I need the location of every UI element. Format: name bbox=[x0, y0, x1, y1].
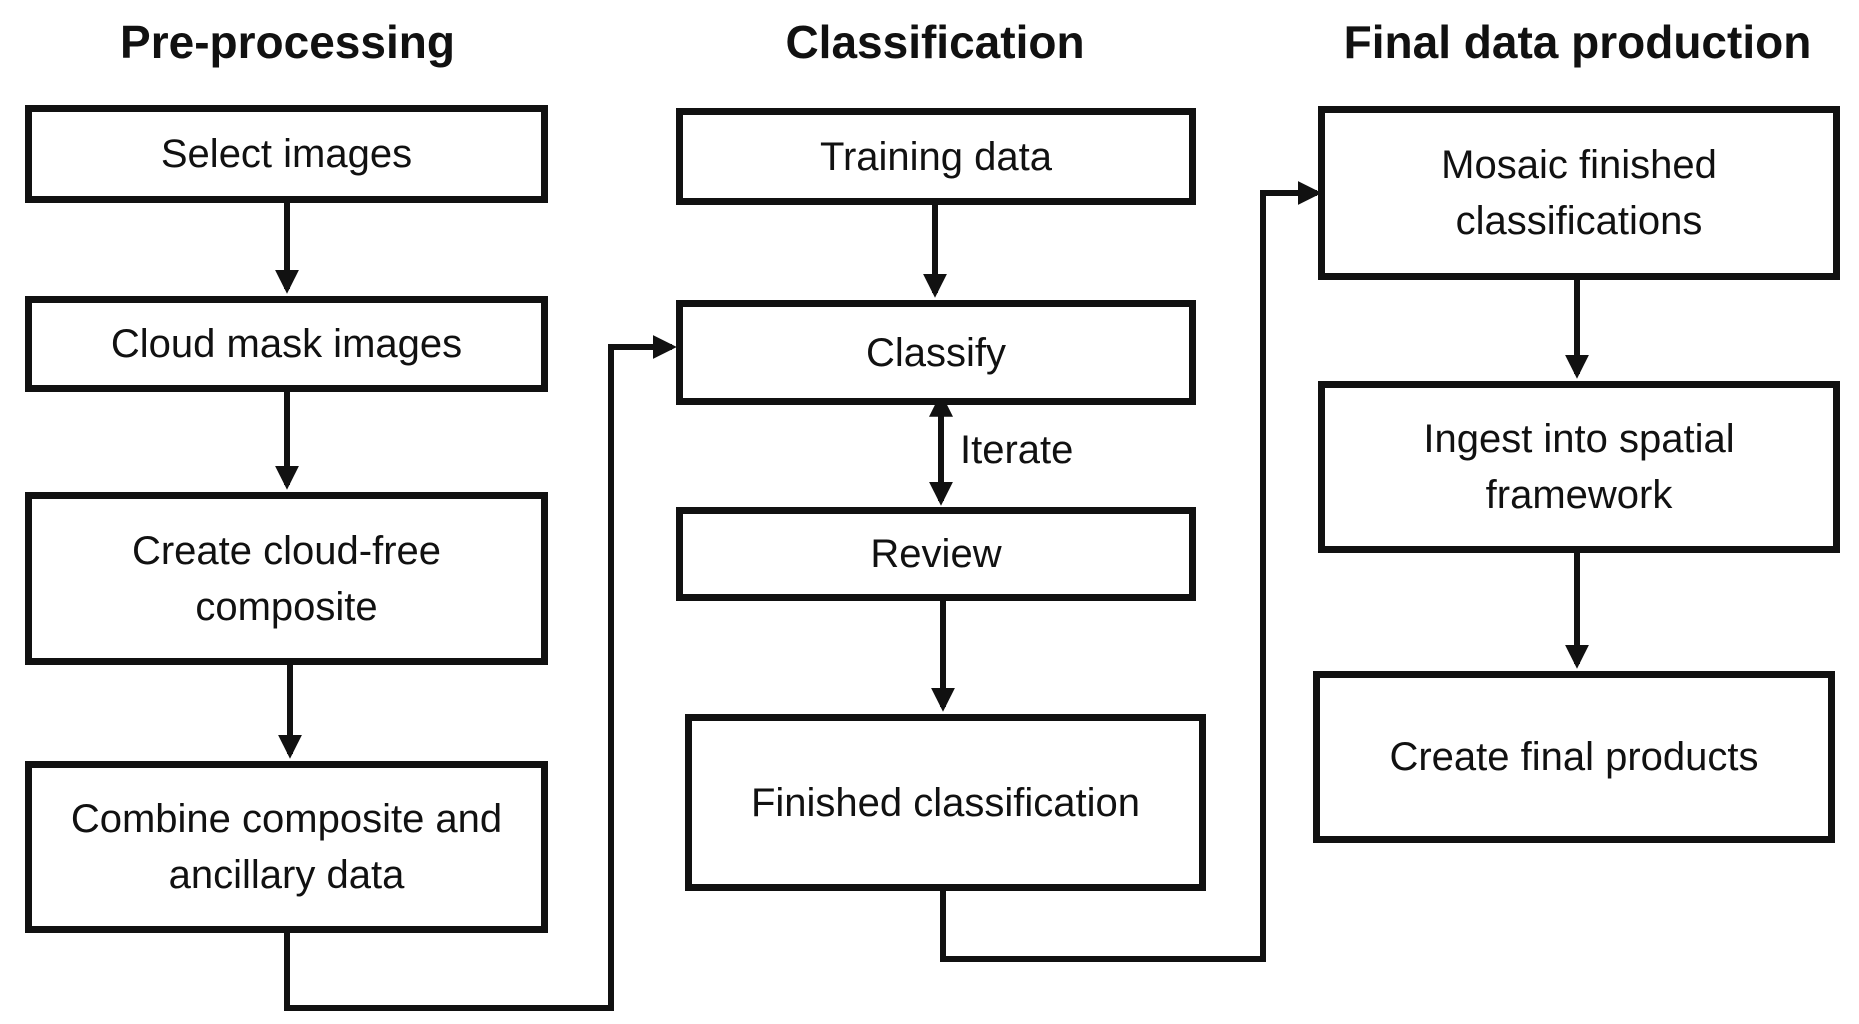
classify-label: Classify bbox=[865, 330, 1007, 375]
ingest-spatial-framework-label: Ingest into spatial framework bbox=[1423, 417, 1735, 517]
mosaic-classifications-label: Mosaic finished classifications bbox=[1441, 143, 1717, 243]
training-data-box: Training data bbox=[676, 108, 1196, 205]
create-cloud-free-composite-label: Create cloud-free composite bbox=[131, 528, 442, 629]
review-label: Review bbox=[870, 532, 1002, 576]
iterate-label: Iterate bbox=[960, 428, 1074, 472]
preprocessing-title: Pre-processing bbox=[120, 16, 455, 68]
training-data-label: Training data bbox=[820, 134, 1052, 179]
finished-classification-label: Finished classification bbox=[750, 780, 1141, 825]
select-images-box: Select images bbox=[25, 105, 548, 203]
mosaic-classifications-box: Mosaic finished classifications bbox=[1318, 106, 1840, 280]
create-cloud-free-composite-box: Create cloud-free composite bbox=[25, 492, 548, 665]
classify-box: Classify bbox=[676, 300, 1196, 405]
final-production-title: Final data production bbox=[1343, 16, 1812, 68]
select-images-label: Select images bbox=[160, 132, 413, 176]
review-box: Review bbox=[676, 507, 1196, 601]
combine-composite-label: Combine composite and ancillary data bbox=[70, 797, 503, 897]
create-final-products-label: Create final products bbox=[1389, 735, 1759, 779]
combine-composite-box: Combine composite and ancillary data bbox=[25, 761, 548, 933]
create-final-products-box: Create final products bbox=[1313, 671, 1835, 843]
classification-title: Classification bbox=[785, 16, 1085, 68]
ingest-spatial-framework-box: Ingest into spatial framework bbox=[1318, 381, 1840, 553]
cloud-mask-images-box: Cloud mask images bbox=[25, 296, 548, 392]
cloud-mask-images-label: Cloud mask images bbox=[110, 322, 463, 366]
finished-classification-box: Finished classification bbox=[685, 714, 1206, 891]
